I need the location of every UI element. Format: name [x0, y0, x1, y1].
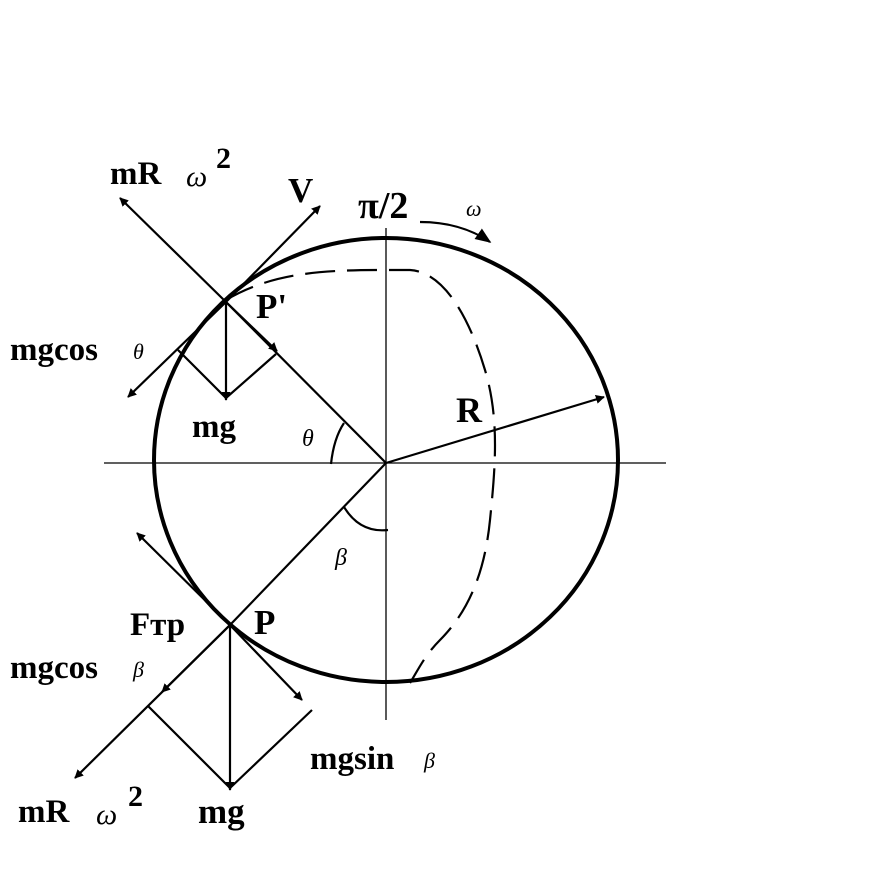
mgcos-theta-label: mgcos [10, 332, 98, 368]
square-superscript-top: 2 [216, 142, 231, 175]
mg-component-arrow-top [225, 301, 278, 352]
theta-symbol-label-b: θ [302, 426, 314, 452]
radius-label: R [456, 390, 483, 430]
omega-symbol-bottom: ω [96, 798, 117, 831]
beta-symbol-label-c: β [423, 748, 435, 773]
friction-arrow [136, 532, 231, 626]
beta-symbol-label: β [334, 545, 347, 571]
theta-arc [329, 422, 345, 465]
square-superscript-bottom: 2 [128, 780, 143, 813]
centrifugal-label-bottom: mR [18, 794, 70, 830]
force-parallelogram-bottom [147, 705, 313, 790]
mgsin-beta-label: mgsin [310, 741, 394, 777]
point-p-label: P [254, 603, 275, 642]
velocity-arrow [225, 205, 321, 303]
omega-rotation-label: ω [466, 196, 482, 221]
mg-label-top: mg [192, 409, 236, 445]
friction-label: Fтр [130, 607, 185, 643]
beta-symbol-label-b: β [132, 657, 144, 682]
beta-arc [343, 506, 389, 532]
centrifugal-arrow-top [119, 197, 227, 303]
pi-half-label: π/2 [358, 185, 408, 227]
force-parallelogram-top [177, 349, 277, 400]
omega-symbol-top: ω [186, 160, 207, 193]
mgcos-beta-label: mgcos [10, 650, 98, 686]
mgcos-theta-arrow [127, 301, 227, 398]
point-p-prime-label: P' [256, 287, 287, 326]
centrifugal-label-top: mR [110, 156, 162, 192]
omega-arrow [419, 220, 492, 243]
circle [152, 236, 620, 684]
mg-label-bottom: mg [198, 792, 245, 831]
radial-line-lower [229, 462, 387, 626]
velocity-label: V [288, 171, 313, 210]
mgcos-beta-arrow [161, 624, 231, 693]
theta-symbol-label-a: θ [133, 339, 144, 364]
radius-arrow [385, 395, 605, 465]
mgsin-beta-arrow [229, 624, 303, 701]
trajectory-dashed [225, 268, 497, 684]
